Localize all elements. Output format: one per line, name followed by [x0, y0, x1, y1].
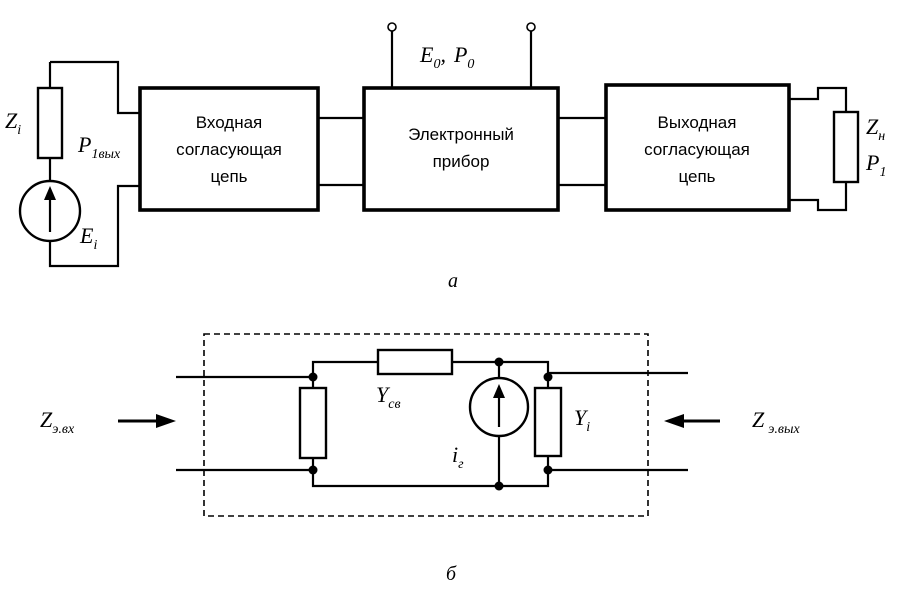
label-ig: iг [452, 442, 464, 472]
resistor-yi [533, 386, 563, 458]
output-block-line-3: цепь [678, 167, 715, 186]
resistor-input [298, 386, 328, 460]
input-block-line-3: цепь [210, 167, 247, 186]
arrow-up-icon [493, 384, 505, 398]
arrow-right-icon [118, 414, 176, 428]
junction-node [494, 357, 504, 367]
label-ei: Ei [79, 223, 97, 253]
junction-node [308, 372, 318, 382]
output-block-line-2: согласующая [644, 140, 750, 159]
junction-node [543, 372, 553, 382]
label-supply: E0,P0 [419, 42, 474, 72]
input-block-line-1: Входная [196, 113, 263, 132]
load-branch [789, 86, 860, 212]
resistor-ysv [376, 348, 454, 376]
diagram-a: Входная согласующая цепь Электронный при… [5, 22, 886, 292]
equivalent-circuit-boundary [203, 333, 649, 517]
resistor-zi [36, 86, 64, 160]
caption-a: а [448, 270, 458, 292]
label-p1out: P1вых [77, 132, 121, 162]
source-branch [18, 60, 140, 268]
electronic-device-block [362, 86, 560, 212]
device-block-line-1: Электронный [408, 125, 514, 144]
junction-node [494, 481, 504, 491]
supply-terminal-right [526, 22, 536, 32]
label-zin: Zэ.вх [40, 407, 75, 437]
device-block-line-2: прибор [433, 152, 490, 171]
output-block-line-1: Выходная [658, 113, 737, 132]
input-matching-block [138, 86, 320, 212]
resistor-zn [832, 110, 860, 184]
label-zn: Zн [866, 114, 885, 144]
caption-b: б [446, 563, 457, 585]
junction-node [543, 465, 553, 475]
arrow-up-icon [44, 186, 56, 200]
label-p1: P1 [865, 150, 886, 180]
label-zi: Zi [5, 108, 21, 138]
output-matching-block [604, 83, 791, 212]
arrow-left-icon [664, 414, 720, 428]
label-yi: Yi [574, 405, 590, 435]
input-block-line-2: согласующая [176, 140, 282, 159]
junction-node [308, 465, 318, 475]
supply-terminal-left [387, 22, 397, 32]
label-ysv: Yсв [376, 382, 401, 412]
